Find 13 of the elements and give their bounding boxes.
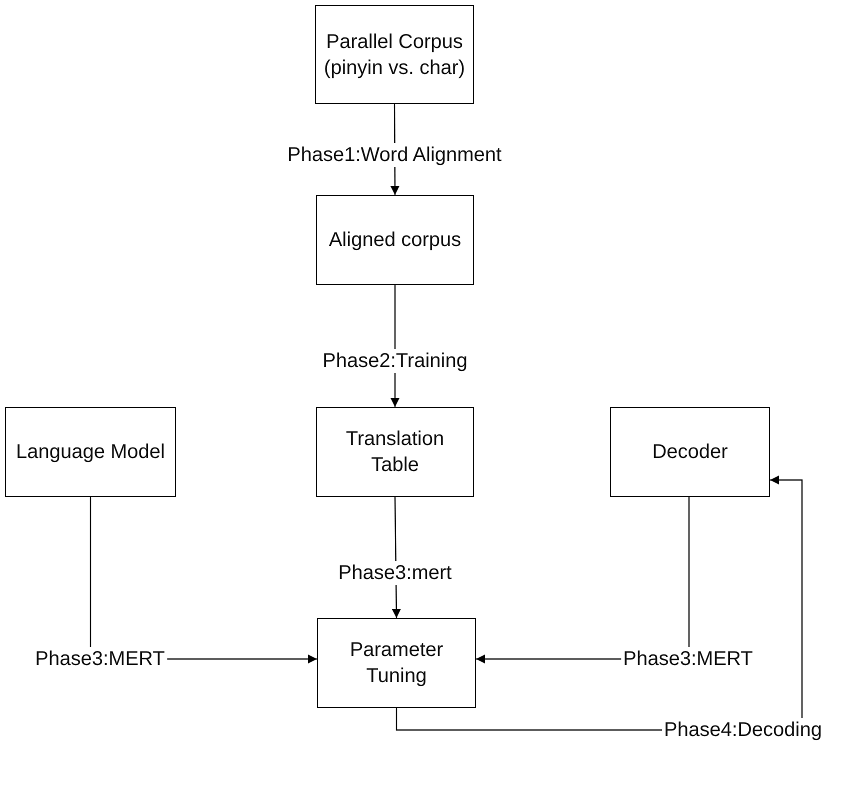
process-box xyxy=(5,407,176,497)
node-label: Aligned corpus xyxy=(328,228,462,253)
node-label: Parameter Tuning xyxy=(348,638,444,689)
process-box xyxy=(316,195,474,285)
process-box xyxy=(315,5,474,104)
edge-label: Phase4:Decoding xyxy=(662,718,824,742)
node-label: Parallel Corpus (pinyin vs. char) xyxy=(322,30,466,80)
node-label: Decoder xyxy=(652,440,728,465)
node-label: Language Model xyxy=(16,440,165,465)
node-label: Translation Table xyxy=(344,427,446,478)
process-box xyxy=(610,407,770,497)
process-box xyxy=(317,618,476,708)
process-box xyxy=(316,407,474,497)
